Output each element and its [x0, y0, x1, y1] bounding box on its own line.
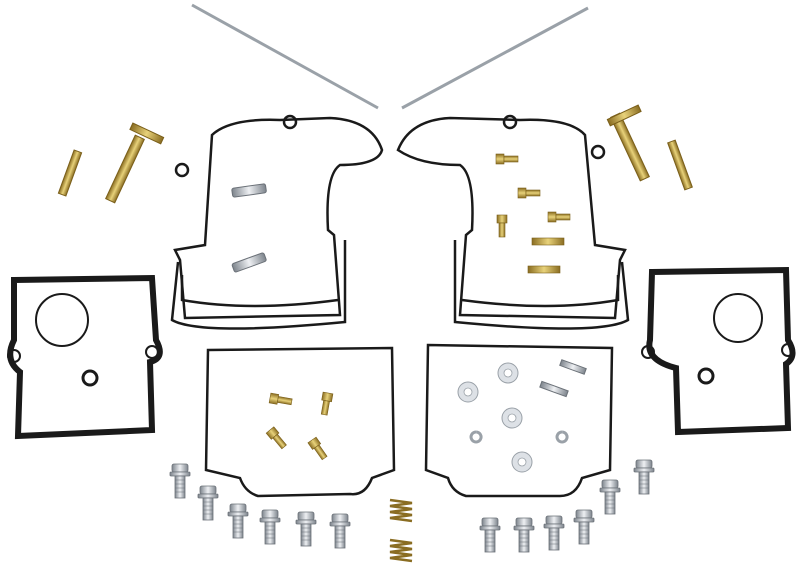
- needle-right: [401, 6, 589, 110]
- bowl-gasket-right: [424, 343, 614, 498]
- washers: [457, 359, 587, 473]
- bowl-gasket-left: [204, 346, 396, 498]
- steel-bolts: [169, 459, 655, 553]
- springs: [388, 498, 414, 563]
- side-gasket-left: [7, 274, 163, 440]
- needle-valve: [231, 183, 267, 273]
- brass-pilot-screws: [57, 104, 693, 204]
- brass-screws: [265, 391, 334, 462]
- side-gasket-right: [641, 266, 796, 436]
- brass-jets: [495, 153, 571, 274]
- float-gasket-left: [170, 114, 384, 330]
- needle-left: [191, 3, 379, 110]
- float-gasket-right: [396, 114, 630, 330]
